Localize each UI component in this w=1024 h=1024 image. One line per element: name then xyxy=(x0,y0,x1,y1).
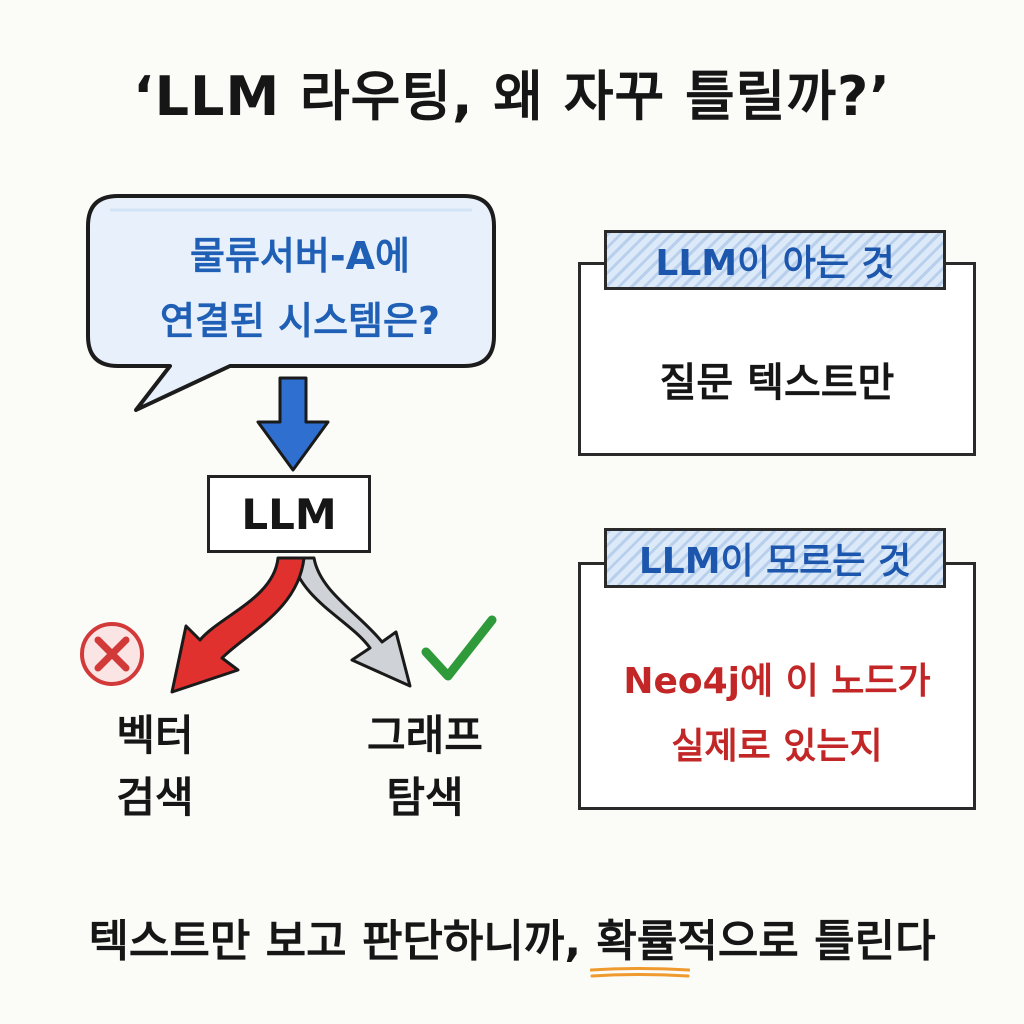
down-arrow xyxy=(256,376,330,472)
known-panel-header: LLM이 아는 것 xyxy=(604,230,946,290)
unknown-panel-line-2: 실제로 있는지 xyxy=(671,726,883,767)
vector-label-line-2: 검색 xyxy=(116,773,194,822)
graph-search-label: 그래프 탐색 xyxy=(330,705,520,829)
vector-arrow xyxy=(170,556,306,694)
orange-underline xyxy=(590,965,690,979)
llm-router-box: LLM xyxy=(207,475,371,553)
conclusion-emphasis-text: 확률적으로 틀린다 xyxy=(596,916,936,967)
cross-icon xyxy=(80,622,144,686)
conclusion-emphasis: 확률적으로 틀린다 xyxy=(596,905,936,969)
vector-search-label: 벡터 검색 xyxy=(60,705,250,829)
question-line-1: 물류서버-A에 xyxy=(190,234,410,278)
graph-label-line-2: 탐색 xyxy=(386,773,464,822)
graph-label-line-1: 그래프 xyxy=(367,711,483,760)
graph-arrow xyxy=(290,556,412,688)
routing-flow xyxy=(80,376,497,694)
page-title: ‘LLM 라우팅, 왜 자꾸 틀릴까?’ xyxy=(133,65,891,128)
conclusion-prefix: 텍스트만 보고 판단하니까, xyxy=(88,916,597,967)
question-line-2: 연결된 시스템은? xyxy=(160,299,440,343)
unknown-panel-header: LLM이 모르는 것 xyxy=(604,528,946,588)
conclusion-text: 텍스트만 보고 판단하니까, 확률적으로 틀린다 xyxy=(0,905,1024,969)
unknown-panel xyxy=(578,562,976,810)
check-icon xyxy=(421,615,497,681)
speech-bubble xyxy=(86,194,496,412)
known-panel-body: 질문 텍스트만 xyxy=(659,360,895,406)
unknown-panel-line-1: Neo4j에 이 노드가 xyxy=(623,661,931,702)
vector-label-line-1: 벡터 xyxy=(116,711,194,760)
